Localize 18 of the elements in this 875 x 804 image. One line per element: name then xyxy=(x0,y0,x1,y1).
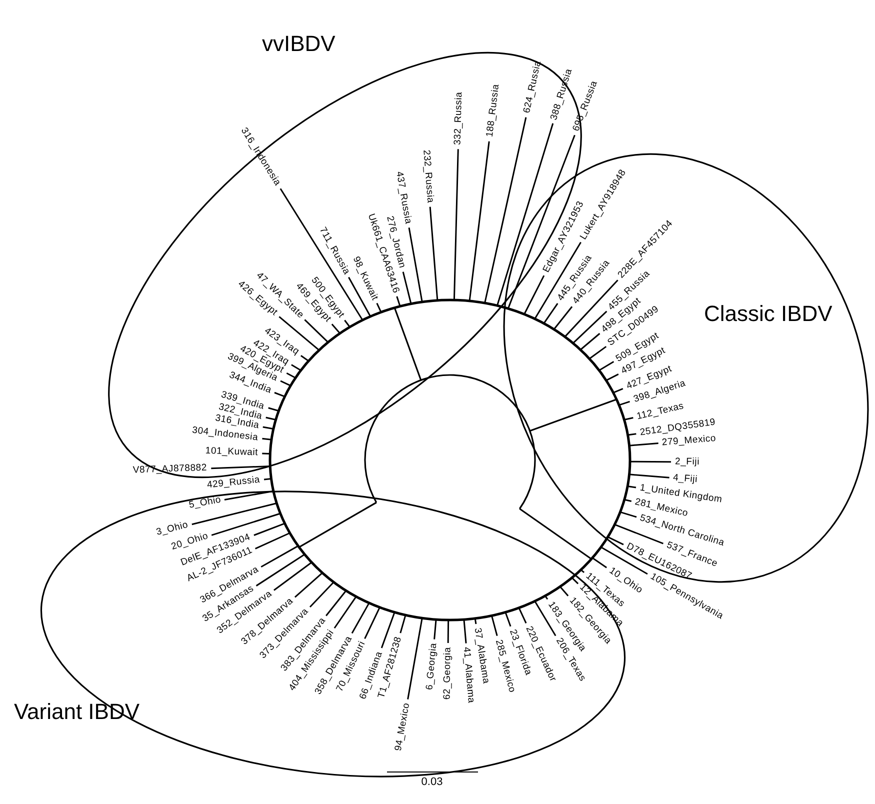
taxon-label: 101_Kuwait xyxy=(205,446,258,458)
clade-label: Classic IBDV xyxy=(704,300,832,328)
taxon-label: 62_Georgia xyxy=(442,646,453,700)
taxon-label: 4_Fiji xyxy=(672,473,698,485)
taxon-label: 188_Russia xyxy=(484,84,501,138)
taxon-label: 41_Alabama xyxy=(462,646,476,704)
taxon-label: 3_Ohio xyxy=(155,520,190,538)
taxon-label: 5_Ohio xyxy=(188,496,222,511)
taxon-label: 112_Texas xyxy=(636,401,685,422)
taxon-label: 429_Russia xyxy=(206,475,261,490)
taxon-label: 2_Fiji xyxy=(674,457,700,467)
taxon-label: 6_Georgia xyxy=(425,642,439,691)
taxon-label: 232_Russia xyxy=(420,149,434,204)
taxon-label: 279_Mexico xyxy=(662,434,717,448)
scale-label: 0.03 xyxy=(420,777,444,788)
taxon-label: 332_Russia xyxy=(453,92,464,146)
clade-label: vvIBDV xyxy=(262,30,336,58)
taxon-label: 94_Mexico xyxy=(394,702,412,752)
